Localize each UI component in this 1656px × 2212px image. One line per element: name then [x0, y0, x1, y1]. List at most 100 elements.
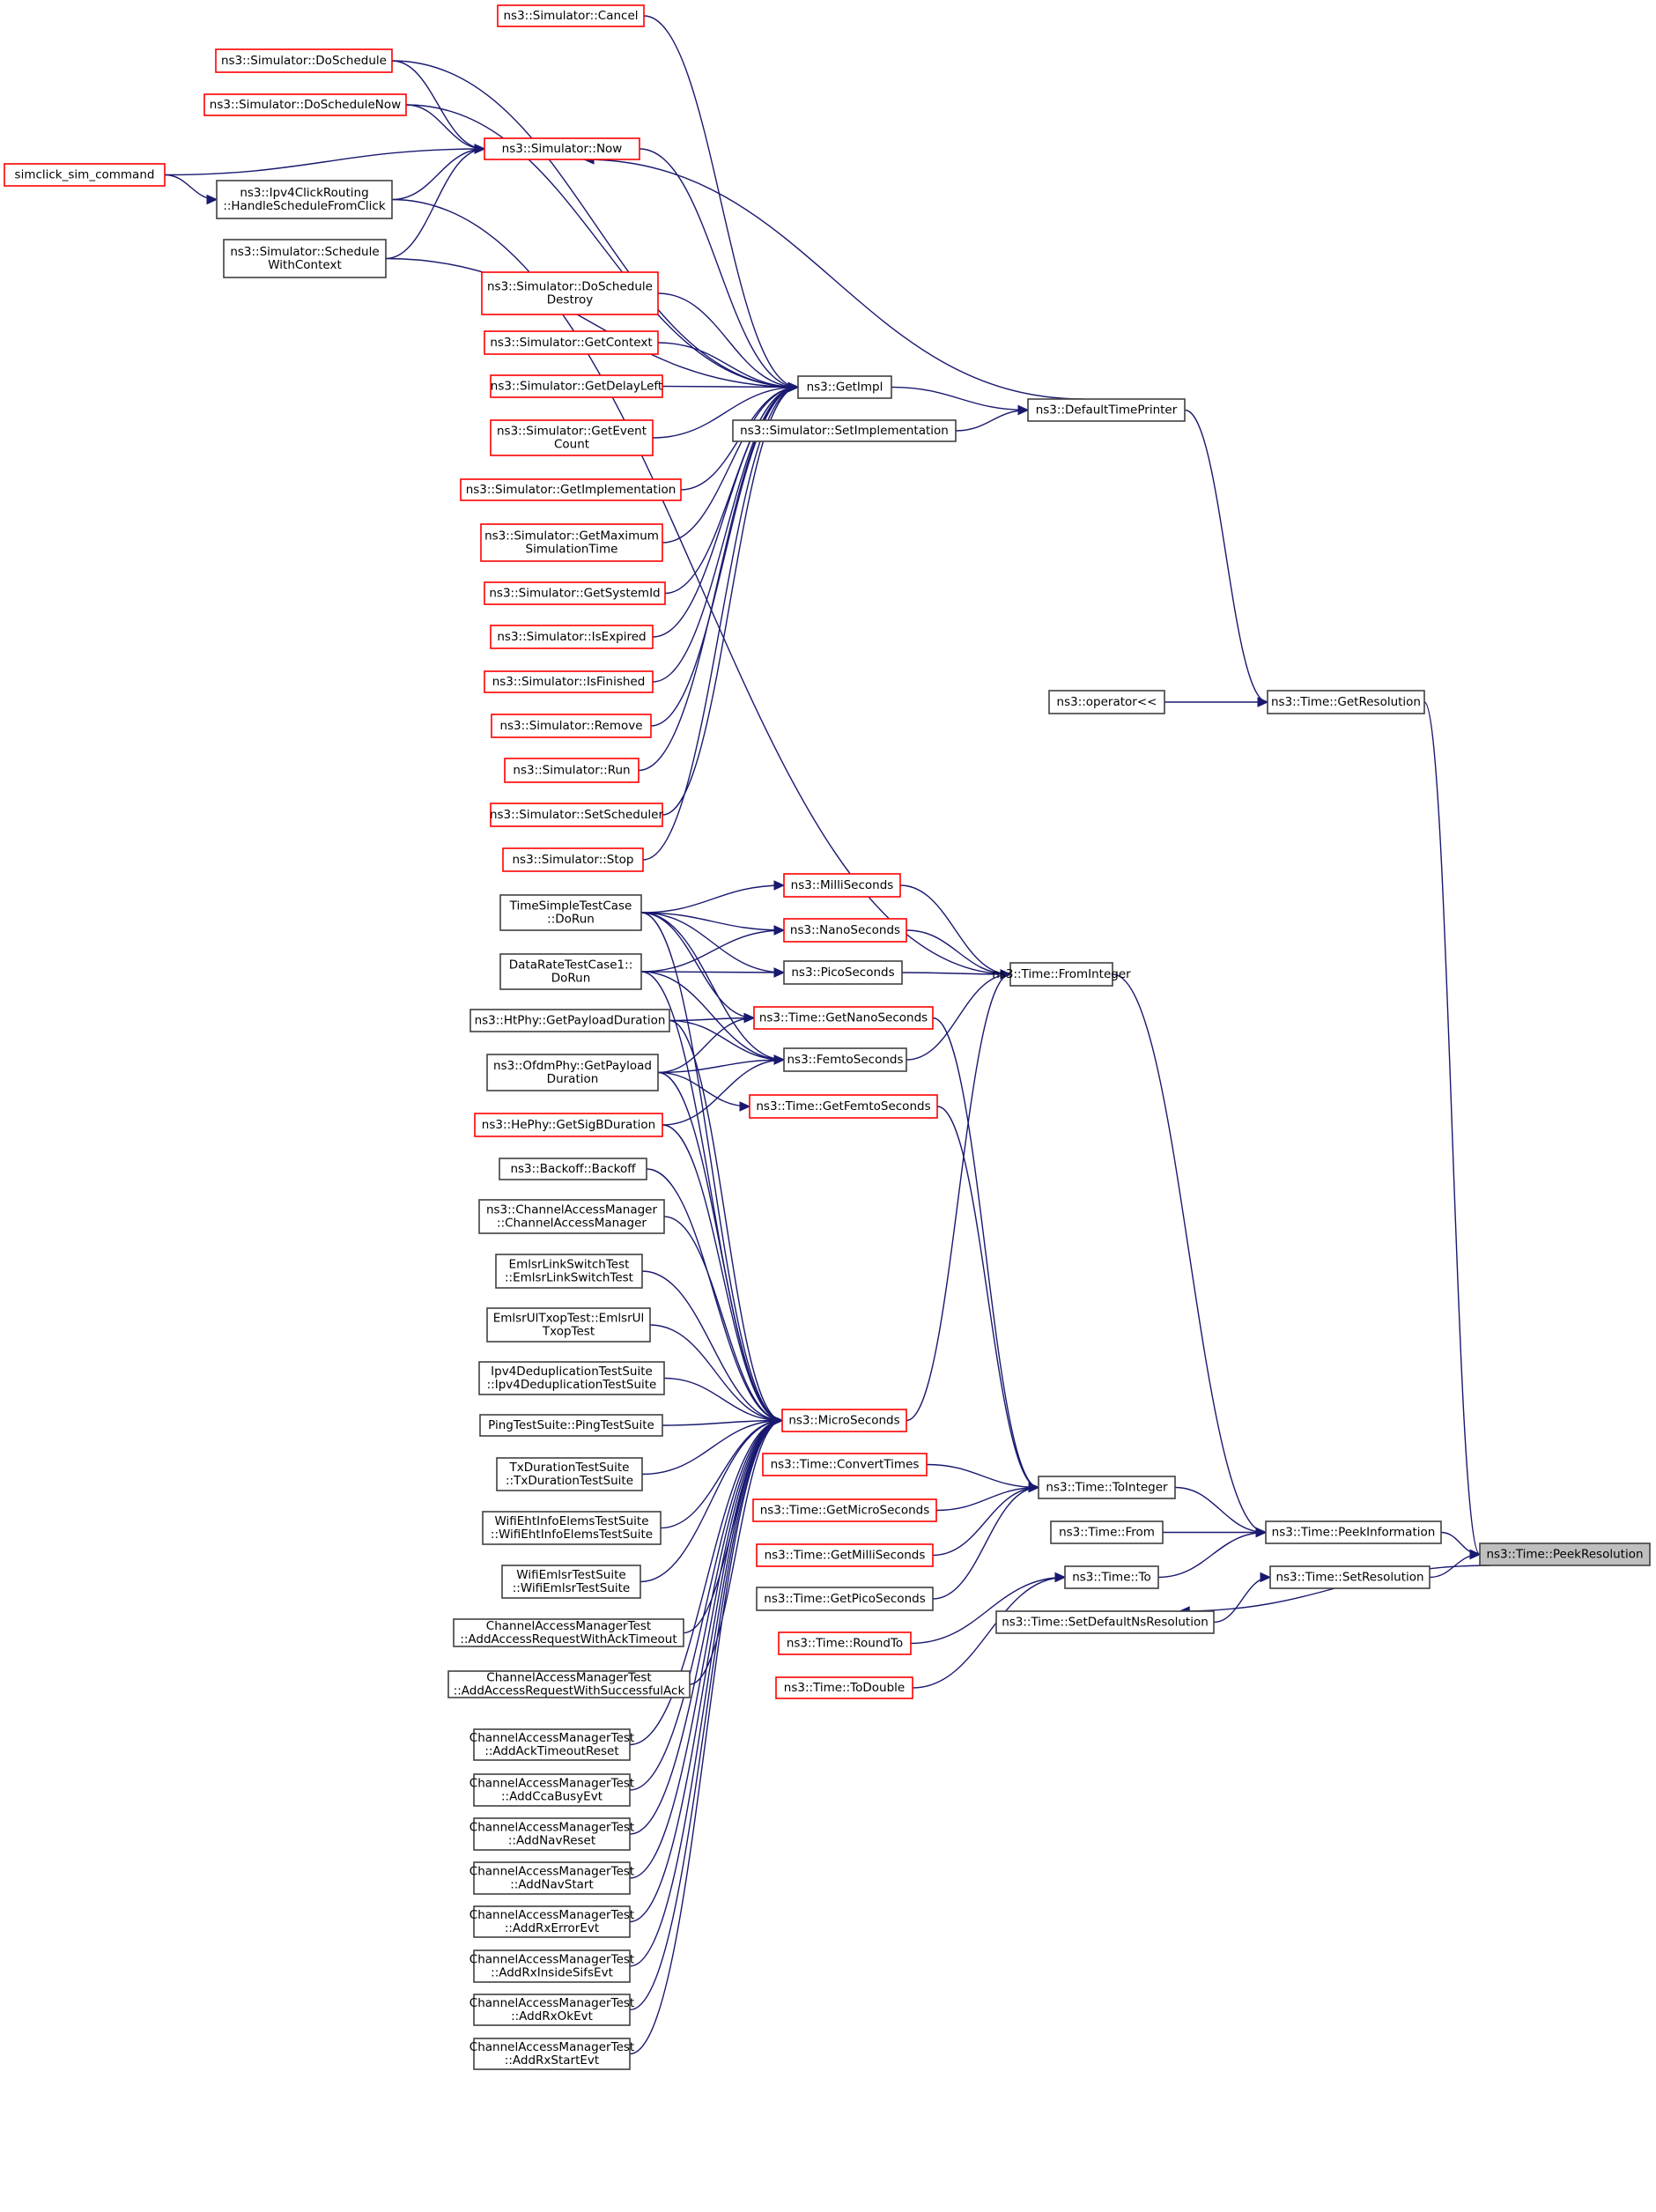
node-box[interactable]: [496, 1457, 643, 1491]
node-box[interactable]: [486, 1054, 659, 1091]
node-camt_ccabusy[interactable]: ChannelAccessManagerTest::AddCcaBusyEvt: [469, 1773, 634, 1807]
node-box[interactable]: [499, 894, 642, 931]
node-box[interactable]: [473, 2038, 631, 2070]
node-dataratetest[interactable]: DataRateTestCase1::DoRun: [499, 953, 642, 990]
node-now[interactable]: ns3::Simulator::Now: [484, 137, 640, 160]
node-box[interactable]: [479, 1414, 663, 1437]
node-box[interactable]: [490, 625, 654, 649]
node-wifiemlsr[interactable]: WifiEmlsrTestSuite::WifiEmlsrTestSuite: [501, 1565, 641, 1599]
node-box[interactable]: [1009, 962, 1113, 987]
node-box[interactable]: [495, 1254, 643, 1289]
node-box[interactable]: [762, 1453, 928, 1476]
node-timesimpletest[interactable]: TimeSimpleTestCase::DoRun: [499, 894, 642, 931]
node-setscheduler[interactable]: ns3::Simulator::SetScheduler: [490, 803, 663, 827]
node-microseconds[interactable]: ns3::MicroSeconds: [781, 1409, 907, 1432]
node-getsystemid[interactable]: ns3::Simulator::GetSystemId: [484, 581, 666, 605]
node-getcontext[interactable]: ns3::Simulator::GetContext: [484, 330, 659, 355]
node-picoseconds[interactable]: ns3::PicoSeconds: [783, 960, 903, 985]
node-box[interactable]: [484, 330, 659, 355]
node-run[interactable]: ns3::Simulator::Run: [504, 758, 639, 783]
node-cancel[interactable]: ns3::Simulator::Cancel: [497, 4, 645, 27]
node-setresolution[interactable]: ns3::Time::SetResolution: [1269, 1565, 1431, 1589]
node-box[interactable]: [203, 93, 407, 116]
node-operatorll[interactable]: ns3::operator<<: [1048, 690, 1165, 714]
node-box[interactable]: [797, 375, 892, 399]
node-camt_rxerror[interactable]: ChannelAccessManagerTest::AddRxErrorEvt: [469, 1905, 634, 1938]
node-peekinformation[interactable]: ns3::Time::PeekInformation: [1265, 1520, 1442, 1544]
node-box[interactable]: [460, 478, 682, 501]
node-box[interactable]: [1027, 398, 1186, 422]
node-box[interactable]: [482, 1511, 662, 1545]
node-getnanoseconds[interactable]: ns3::Time::GetNanoSeconds: [753, 1006, 934, 1030]
node-getmicroseconds[interactable]: ns3::Time::GetMicroSeconds: [752, 1498, 937, 1522]
node-box[interactable]: [783, 960, 903, 985]
node-box[interactable]: [478, 1361, 665, 1395]
node-box[interactable]: [995, 1610, 1215, 1634]
node-camt_rxinside[interactable]: ChannelAccessManagerTest::AddRxInsideSif…: [469, 1949, 634, 1983]
node-setdefaultns[interactable]: ns3::Time::SetDefaultNsResolution: [995, 1610, 1215, 1634]
node-box[interactable]: [473, 1905, 631, 1938]
node-to[interactable]: ns3::Time::To: [1064, 1565, 1159, 1589]
node-handleschedule[interactable]: ns3::Ipv4ClickRouting::HandleScheduleFro…: [216, 180, 393, 219]
node-box[interactable]: [775, 1676, 913, 1699]
node-box[interactable]: [1479, 1542, 1651, 1566]
node-box[interactable]: [499, 953, 642, 990]
node-box[interactable]: [473, 1773, 631, 1807]
node-box[interactable]: [752, 1498, 937, 1522]
node-setimplementation[interactable]: ns3::Simulator::SetImplementation: [732, 419, 957, 442]
node-ofdmphy[interactable]: ns3::OfdmPhy::GetPayloadDuration: [486, 1054, 659, 1091]
node-box[interactable]: [447, 1670, 691, 1698]
node-box[interactable]: [480, 523, 663, 562]
node-backoff[interactable]: ns3::Backoff::Backoff: [499, 1158, 647, 1180]
node-simclick[interactable]: simclick_sim_command: [4, 163, 166, 187]
node-box[interactable]: [473, 1994, 631, 2026]
node-box[interactable]: [753, 1006, 934, 1030]
node-box[interactable]: [478, 1199, 665, 1234]
node-box[interactable]: [783, 918, 907, 943]
node-box[interactable]: [484, 670, 654, 693]
node-getfemtoseconds[interactable]: ns3::Time::GetFemtoSeconds: [749, 1094, 938, 1119]
node-camt_acktoreset[interactable]: ChannelAccessManagerTest::AddAckTimeoutR…: [469, 1728, 634, 1761]
node-box[interactable]: [504, 758, 639, 783]
node-box[interactable]: [1050, 1520, 1164, 1544]
node-box[interactable]: [756, 1587, 934, 1611]
node-box[interactable]: [1265, 1520, 1442, 1544]
node-doschedule[interactable]: ns3::Simulator::DoSchedule: [215, 48, 393, 73]
node-box[interactable]: [473, 1728, 631, 1761]
node-getmilliseconds[interactable]: ns3::Time::GetMilliSeconds: [756, 1543, 934, 1567]
node-camt_succack[interactable]: ChannelAccessManagerTest::AddAccessReque…: [447, 1670, 691, 1698]
node-box[interactable]: [490, 803, 663, 827]
node-getdelayleft[interactable]: ns3::Simulator::GetDelayLeft: [490, 374, 663, 398]
node-box[interactable]: [473, 1949, 631, 1983]
node-getsigb[interactable]: ns3::HePhy::GetSigBDuration: [474, 1113, 663, 1137]
node-box[interactable]: [484, 137, 640, 160]
node-camt_rxstart[interactable]: ChannelAccessManagerTest::AddRxStartEvt: [469, 2038, 634, 2070]
node-remove[interactable]: ns3::Simulator::Remove: [491, 714, 652, 738]
node-box[interactable]: [732, 419, 957, 442]
node-peekresolution[interactable]: ns3::Time::PeekResolution: [1479, 1542, 1651, 1566]
node-camt_rxok[interactable]: ChannelAccessManagerTest::AddRxOkEvt: [469, 1994, 634, 2026]
node-getresolution[interactable]: ns3::Time::GetResolution: [1267, 690, 1425, 714]
node-box[interactable]: [497, 4, 645, 27]
node-tointeger[interactable]: ns3::Time::ToInteger: [1038, 1476, 1176, 1499]
node-box[interactable]: [499, 1158, 647, 1180]
node-frominteger[interactable]: ns3::Time::FromInteger: [992, 962, 1131, 987]
node-box[interactable]: [215, 48, 393, 73]
node-todouble[interactable]: ns3::Time::ToDouble: [775, 1676, 913, 1699]
node-box[interactable]: [216, 180, 393, 219]
node-camt_ackto[interactable]: ChannelAccessManagerTest::AddAccessReque…: [453, 1618, 684, 1647]
node-box[interactable]: [501, 1565, 641, 1599]
node-box[interactable]: [484, 581, 666, 605]
node-box[interactable]: [490, 419, 654, 456]
node-box[interactable]: [502, 847, 644, 872]
node-defaulttimeprinter[interactable]: ns3::DefaultTimePrinter: [1027, 398, 1186, 422]
node-getimpl[interactable]: ns3::GetImpl: [797, 375, 892, 399]
node-from[interactable]: ns3::Time::From: [1050, 1520, 1164, 1544]
node-box[interactable]: [469, 1009, 670, 1032]
node-box[interactable]: [473, 1861, 631, 1895]
node-box[interactable]: [481, 271, 659, 315]
node-emlsrul[interactable]: EmlsrUlTxopTest::EmlsrUlTxopTest: [486, 1307, 651, 1343]
node-femtoseconds[interactable]: ns3::FemtoSeconds: [783, 1047, 907, 1072]
